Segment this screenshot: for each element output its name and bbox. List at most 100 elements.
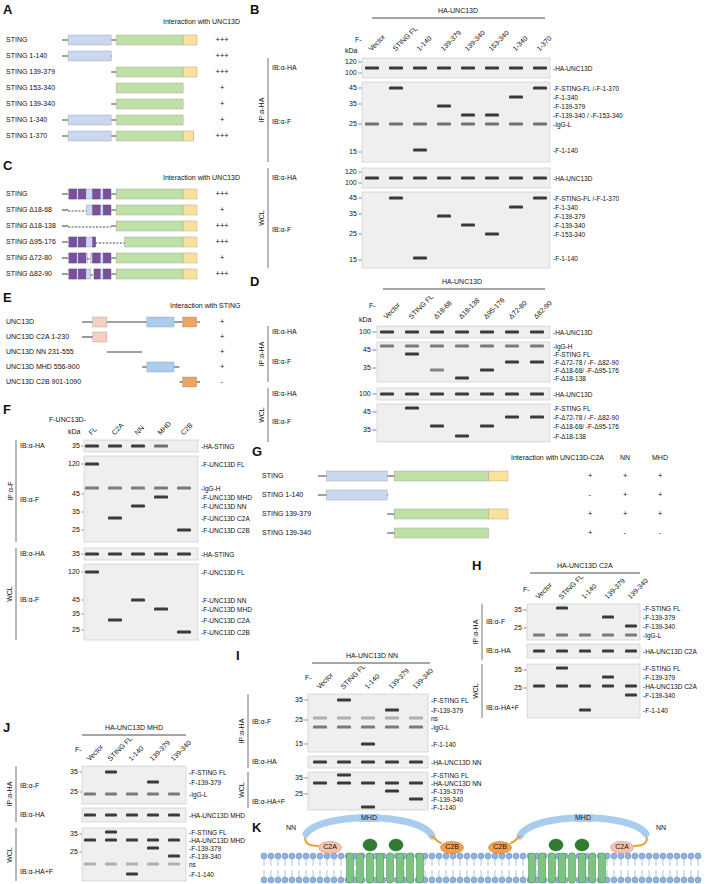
blot-band: [533, 176, 547, 179]
antibody-label: IB:α-HA: [272, 328, 297, 336]
marker-tick: [305, 744, 308, 745]
lane-label: Vector: [382, 301, 402, 321]
blot-strip: [84, 564, 198, 640]
domain-box: [68, 269, 91, 279]
construct-name: STING 139-340: [262, 529, 311, 537]
band-label: -F-Δ72-78 / -F- Δ82-90: [553, 359, 619, 366]
antibody-label: IB:α-F: [20, 496, 39, 504]
blot-band: [405, 344, 419, 347]
marker-tick: [82, 572, 84, 573]
lipid-tail: [299, 859, 300, 866]
domain-box: [183, 237, 197, 247]
construct-name: STING 1-140: [262, 491, 303, 499]
band-label: -HA-UNC13D C2A: [643, 648, 697, 655]
column-header: Interaction with UNC13D: [163, 174, 240, 182]
lipid-head: [464, 853, 470, 859]
construct-name: UNC13D C2B 901-1090: [6, 378, 81, 386]
marker-tick: [359, 234, 362, 235]
blot-band: [84, 838, 96, 841]
tag-prefix: F-: [355, 36, 362, 44]
lane-label: Δ18-138: [457, 296, 481, 320]
band-label: -F-1-140: [643, 707, 668, 714]
lipid-head: [485, 877, 491, 883]
lipid-tail: [656, 870, 657, 877]
blot-strip: [362, 168, 550, 188]
marker-tick: [373, 412, 377, 413]
band-label: -F-STING FL: [643, 665, 681, 672]
blot-band: [389, 196, 403, 199]
lipid-head: [324, 853, 330, 859]
blot-band: [461, 113, 475, 116]
blot-band: [556, 606, 568, 609]
lane-label: Vector: [534, 581, 554, 601]
tm-box: [78, 253, 85, 263]
lipid-tail: [299, 870, 300, 877]
blot-band: [385, 716, 399, 719]
blot-band: [126, 792, 138, 795]
column-header: Interaction with STING: [170, 302, 240, 310]
band-label: -F-STING FL: [553, 405, 591, 412]
domain-box: [116, 221, 183, 231]
marker-tick: [373, 350, 377, 351]
domain-box: [68, 131, 111, 141]
tm-box: [78, 237, 85, 247]
band-label: -HA-UNC13D: [553, 65, 592, 72]
lipid-head: [492, 877, 498, 883]
lipid-head: [513, 853, 519, 859]
marker-size: 45: [363, 346, 371, 354]
marker-size: 35: [72, 610, 80, 618]
marker-tick: [359, 62, 362, 63]
lipid-tail: [453, 859, 454, 866]
blot-band: [409, 760, 423, 763]
lipid-tail: [460, 859, 461, 866]
blot-band: [147, 780, 159, 783]
blot-band: [461, 66, 475, 69]
lipid-tail: [285, 870, 286, 877]
blot-band: [413, 148, 427, 151]
lipid-head: [289, 853, 295, 859]
marker-size: 25: [295, 716, 303, 724]
lipid-tail: [495, 870, 496, 877]
antibody-label: IB:α-HA: [272, 390, 297, 398]
c2a-domain: C2A: [610, 841, 634, 854]
blot-band: [385, 708, 399, 711]
domain-box: [116, 269, 183, 279]
marker-tick: [373, 394, 377, 395]
band-label: -IgG-H: [201, 485, 221, 492]
section-label: WCL: [6, 586, 14, 602]
tm-helix: [407, 853, 414, 883]
lipid-head: [443, 877, 449, 883]
interaction-score: +++: [216, 190, 229, 199]
tm-box: [103, 253, 110, 263]
unit-label: kDa: [359, 316, 371, 324]
tm-helix: [357, 853, 364, 883]
blot-band: [409, 781, 423, 784]
section-bracket: [268, 326, 269, 382]
construct-name: STING: [6, 36, 27, 44]
blot-band: [437, 176, 451, 179]
blot-band: [455, 376, 469, 379]
interaction-score: +: [220, 318, 224, 327]
marker-tick: [359, 198, 362, 199]
blot-band: [147, 792, 159, 795]
blot-band: [461, 176, 475, 179]
band-label: -F-139-379: [189, 779, 221, 786]
lipid-tail: [467, 859, 468, 866]
lane-label: 139-379: [387, 667, 411, 691]
blot-band: [147, 813, 159, 816]
lipid-head: [632, 877, 638, 883]
lipid-head: [618, 853, 624, 859]
blot-band: [389, 66, 403, 69]
lipid-tail: [481, 859, 482, 866]
blot-band: [105, 770, 117, 773]
marker-tick: [80, 852, 82, 853]
blot-band: [405, 406, 419, 409]
lipid-tail: [446, 870, 447, 877]
unit-label: kDa: [68, 428, 80, 436]
panel-letter: J: [3, 721, 10, 736]
lipid-head: [625, 877, 631, 883]
domain-box: [183, 221, 197, 231]
interaction-score: +: [588, 472, 592, 481]
lipid-head: [471, 877, 477, 883]
lipid-tail: [621, 859, 622, 866]
